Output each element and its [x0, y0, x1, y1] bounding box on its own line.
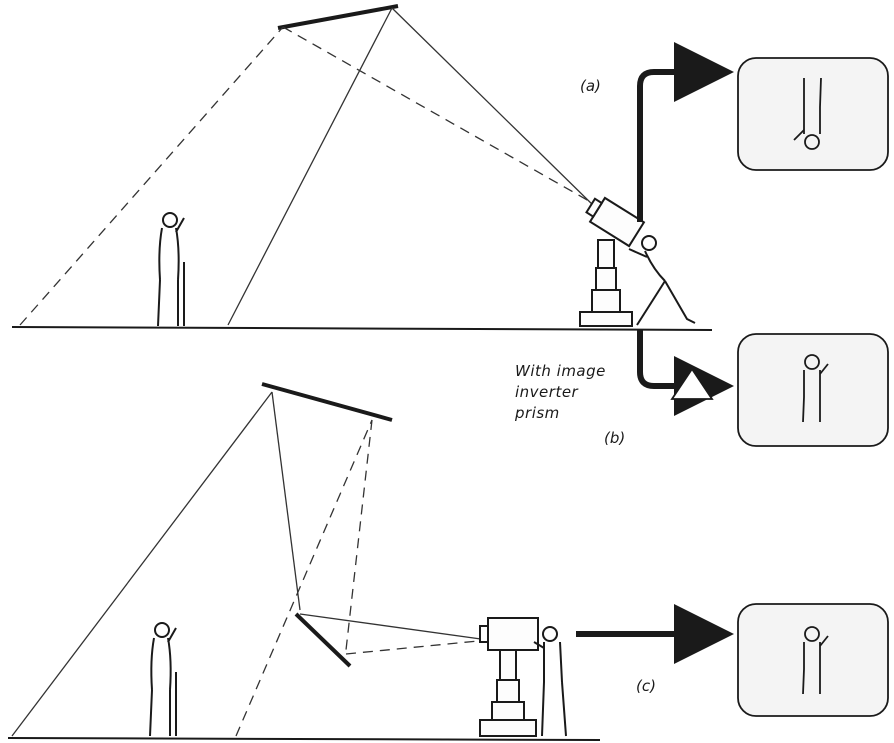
panel-a: (a) [11, 4, 889, 331]
sight-line-a3 [227, 7, 393, 326]
person-icon [802, 354, 829, 423]
arrow-to-monitor-a [637, 42, 734, 222]
sight-line-a4 [391, 7, 599, 211]
ground-line-a [11, 326, 713, 331]
sight-line-c5 [299, 613, 489, 641]
prism-label-line2: inverter [515, 383, 579, 401]
sight-line-c1 [11, 391, 273, 737]
prism-label-line3: prism [514, 404, 560, 422]
monitor-icon [737, 333, 889, 447]
person-icon [628, 235, 696, 326]
monitor-icon [737, 603, 889, 717]
monitor-icon [737, 57, 889, 171]
mirror-a [277, 4, 399, 30]
person-icon [802, 626, 829, 695]
mirror-c-top [261, 382, 393, 422]
label-a: (a) [580, 77, 601, 95]
arrow-to-monitor-b [637, 330, 734, 416]
label-b: (b) [604, 429, 625, 447]
person-icon [533, 626, 567, 737]
ground-line-c [7, 737, 601, 741]
mirror-c-bottom [294, 612, 352, 668]
camera-icon [579, 196, 646, 327]
person-icon [157, 212, 185, 327]
sight-line-c6 [345, 639, 489, 655]
person-icon [149, 622, 177, 737]
person-icon [793, 77, 822, 150]
sight-line-a2 [282, 26, 597, 206]
label-c: (c) [636, 677, 656, 695]
sight-line-a1 [19, 26, 284, 326]
panel-b: With image inverter prism (b) [514, 330, 889, 447]
sight-line-c4 [345, 419, 373, 651]
prism-icon [670, 367, 714, 400]
sight-line-c3 [235, 419, 373, 737]
prism-label-line1: With image [515, 362, 606, 380]
sight-line-c2 [271, 391, 301, 611]
camera-icon [479, 617, 539, 737]
panel-c: (c) [7, 382, 889, 741]
